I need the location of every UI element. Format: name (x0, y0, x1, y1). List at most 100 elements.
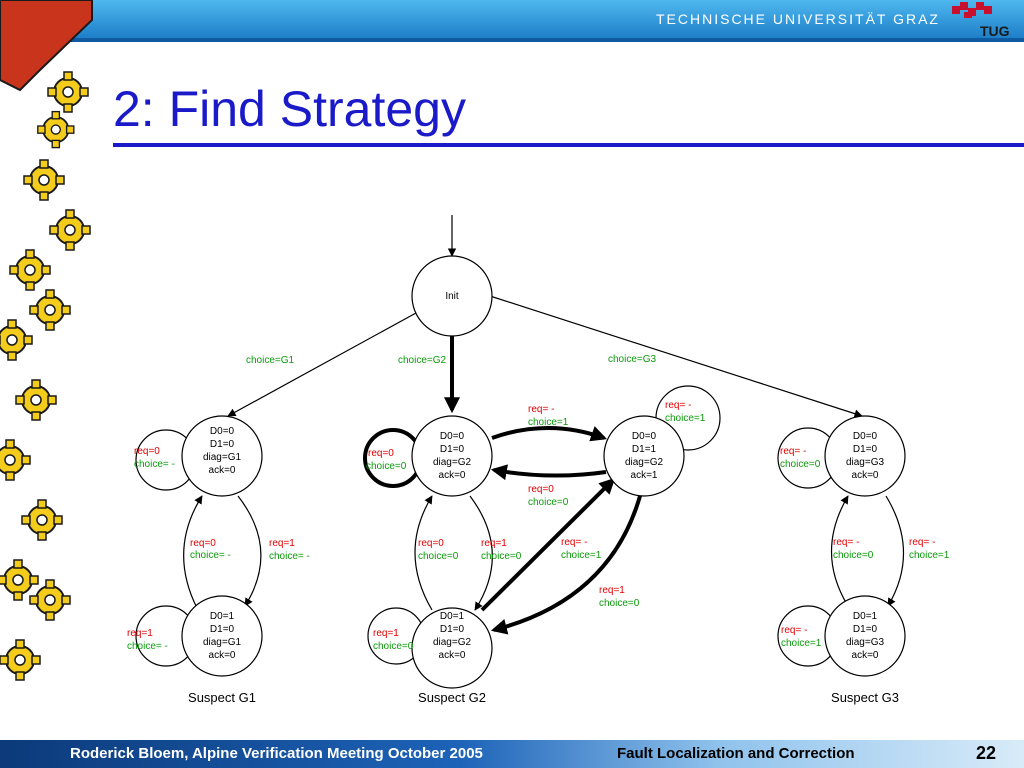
edge-g2-left-to-right (491, 426, 608, 442)
svg-text:req= -: req= - (909, 537, 935, 548)
svg-text:req=1: req=1 (127, 628, 153, 639)
svg-text:diag=G2: diag=G2 (625, 457, 664, 468)
page-number: 22 (976, 743, 997, 763)
svg-text:D1=0: D1=0 (440, 624, 465, 635)
state-g3-bot-text: D0=1 D1=0 diag=G3 ack=0 (846, 611, 885, 661)
svg-text:choice=1: choice=1 (781, 638, 822, 649)
svg-text:ack=0: ack=0 (439, 650, 466, 661)
label-g1-self-top: req=0 choice= - (134, 446, 175, 470)
svg-text:choice=1: choice=1 (528, 417, 569, 428)
label-g2-left-to-right: req= - choice=1 (528, 404, 569, 428)
label-g3-down: req= - choice=1 (909, 537, 950, 561)
svg-text:choice= -: choice= - (134, 459, 175, 470)
svg-text:choice= -: choice= - (127, 641, 168, 652)
label-g2-up: req=0 choice=0 (418, 538, 459, 562)
svg-text:choice= -: choice= - (190, 550, 231, 561)
svg-text:D0=1: D0=1 (440, 611, 465, 622)
svg-text:choice=1: choice=1 (909, 550, 950, 561)
svg-text:choice=0: choice=0 (599, 598, 640, 609)
label-g1-self-bot: req=1 choice= - (127, 628, 168, 652)
state-g2-left-text: D0=0 D1=0 diag=G2 ack=0 (433, 431, 472, 481)
state-g3-bot (824, 595, 906, 677)
edge-g3-up (830, 495, 849, 607)
label-g3-self-top: req= - choice=0 (780, 446, 821, 470)
svg-text:D0=1: D0=1 (210, 611, 235, 622)
svg-text:req= -: req= - (528, 404, 554, 415)
state-g2-bot-text: D0=1 D1=0 diag=G2 ack=0 (433, 611, 472, 661)
edge-g2-right-to-left (490, 464, 607, 481)
svg-text:req=0: req=0 (528, 484, 554, 495)
edge-g2-down (469, 495, 493, 611)
svg-text:diag=G1: diag=G1 (203, 637, 242, 648)
svg-text:D1=0: D1=0 (210, 439, 235, 450)
state-g2-right-text: D0=0 D1=1 diag=G2 ack=1 (625, 431, 664, 481)
svg-text:diag=G2: diag=G2 (433, 457, 472, 468)
strategy-diagram: Init D0=0 D1=0 diag=G1 ack=0 D0=1 D1=0 d… (127, 215, 950, 705)
svg-text:choice=0: choice=0 (366, 461, 407, 472)
label-init-g1: choice=G1 (246, 355, 295, 366)
label-init-g2: choice=G2 (398, 355, 447, 366)
label-g3-up: req= - choice=0 (833, 537, 874, 561)
svg-text:diag=G3: diag=G3 (846, 457, 885, 468)
svg-text:choice= -: choice= - (269, 551, 310, 562)
edge-g3-down (885, 495, 905, 607)
svg-text:ack=0: ack=0 (209, 650, 236, 661)
state-g1-top-text: D0=0 D1=0 diag=G1 ack=0 (203, 426, 242, 476)
svg-text:choice=0: choice=0 (418, 551, 459, 562)
state-g1-bot-text: D0=1 D1=0 diag=G1 ack=0 (203, 611, 242, 661)
svg-text:D0=0: D0=0 (210, 426, 235, 437)
svg-text:choice=1: choice=1 (665, 413, 706, 424)
label-g2-right-to-left: req=0 choice=0 (528, 484, 569, 508)
svg-text:ack=0: ack=0 (439, 470, 466, 481)
state-g1-top (181, 415, 263, 497)
svg-text:req= -: req= - (665, 400, 691, 411)
svg-text:req=1: req=1 (269, 538, 295, 549)
svg-text:choice=0: choice=0 (833, 550, 874, 561)
svg-text:req=0: req=0 (368, 448, 394, 459)
label-g2-down: req=1 choice=0 (481, 538, 522, 562)
footer-topic: Fault Localization and Correction (617, 745, 855, 762)
footer-bar: Roderick Bloem, Alpine Verification Meet… (0, 740, 1024, 768)
group-label-g2: Suspect G2 (418, 690, 486, 705)
label-g1-down: req=1 choice= - (269, 538, 310, 562)
edge-g2-up (414, 495, 433, 611)
svg-text:ack=0: ack=0 (209, 465, 236, 476)
svg-text:D0=0: D0=0 (632, 431, 657, 442)
svg-text:req= -: req= - (780, 446, 806, 457)
svg-text:D1=0: D1=0 (440, 444, 465, 455)
svg-text:TUG: TUG (980, 23, 1010, 39)
svg-text:diag=G3: diag=G3 (846, 637, 885, 648)
title-underline (113, 143, 1024, 147)
footer-author: Roderick Bloem, Alpine Verification Meet… (70, 745, 483, 762)
state-g2-left (411, 415, 493, 497)
edge-g1-down (237, 495, 262, 607)
state-init-label: Init (445, 291, 459, 302)
svg-text:ack=0: ack=0 (852, 470, 879, 481)
svg-text:D1=1: D1=1 (632, 444, 657, 455)
label-g1-up: req=0 choice= - (190, 538, 231, 561)
svg-text:req=1: req=1 (373, 628, 399, 639)
svg-text:D0=0: D0=0 (440, 431, 465, 442)
state-g1-bot (181, 595, 263, 677)
slide-title: 2: Find Strategy (113, 81, 466, 137)
state-g3-top (824, 415, 906, 497)
svg-text:req=1: req=1 (599, 585, 625, 596)
svg-text:req=0: req=0 (134, 446, 160, 457)
svg-text:D1=0: D1=0 (210, 624, 235, 635)
header-bar-shadow (0, 38, 1024, 42)
svg-text:req= -: req= - (781, 625, 807, 636)
svg-text:choice=0: choice=0 (373, 641, 414, 652)
group-label-g1: Suspect G1 (188, 690, 256, 705)
svg-text:req=0: req=0 (418, 538, 444, 549)
tug-logo: TUG (952, 2, 1010, 39)
label-g2-self-bot: req=1 choice=0 (373, 628, 414, 652)
svg-text:req=0: req=0 (190, 538, 216, 549)
edge-g1-up (183, 495, 203, 609)
svg-text:diag=G1: diag=G1 (203, 452, 242, 463)
label-init-g3: choice=G3 (608, 354, 657, 365)
group-label-g3: Suspect G3 (831, 690, 899, 705)
svg-text:choice=0: choice=0 (481, 551, 522, 562)
label-g2-self-left: req=0 choice=0 (366, 448, 407, 472)
svg-text:diag=G2: diag=G2 (433, 637, 472, 648)
edge-init-g1 (227, 312, 417, 417)
